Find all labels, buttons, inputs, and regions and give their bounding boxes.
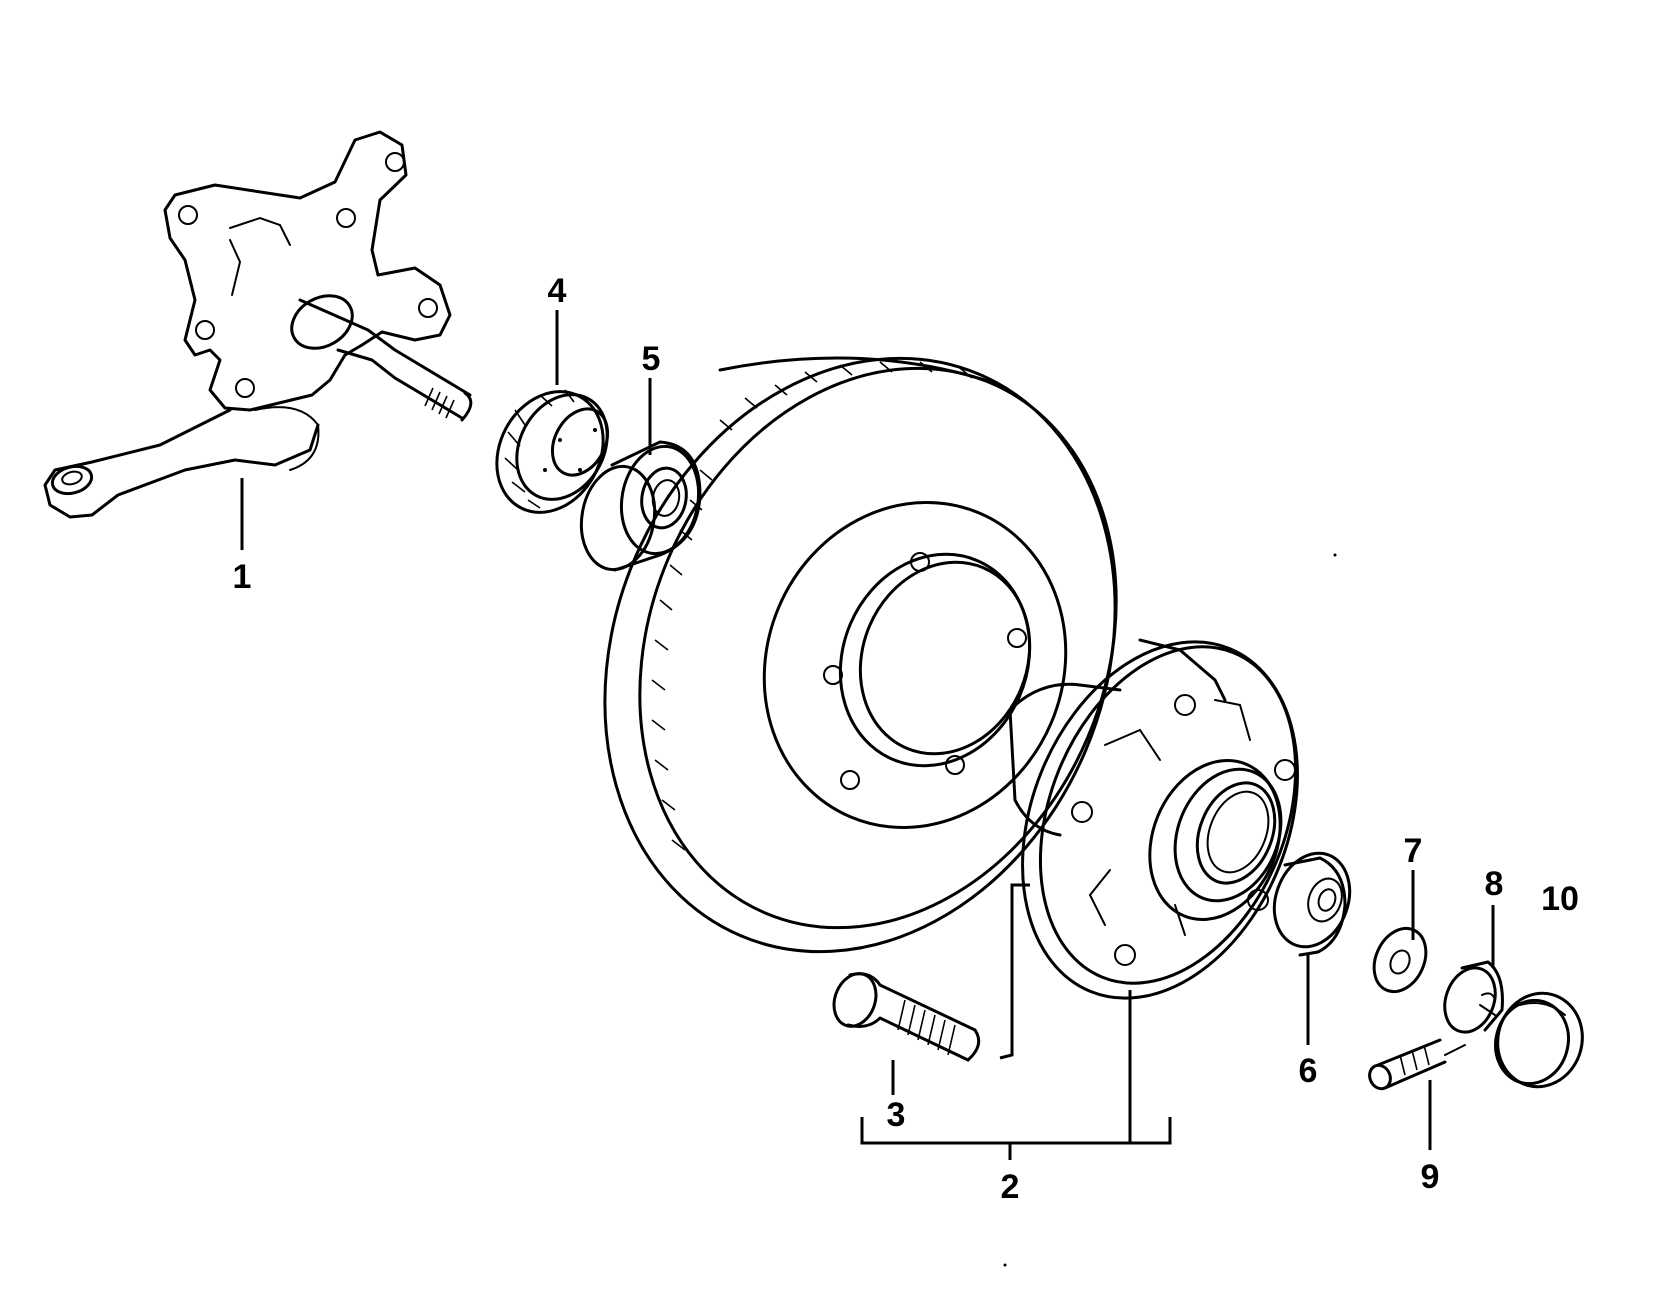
brake-disc	[603, 356, 1118, 954]
wheel-stud	[832, 972, 981, 1062]
thrust-washer	[1372, 926, 1428, 994]
callout-10: 10	[1541, 880, 1579, 918]
callout-numbers: 1 2 3 4 5 6 7 8 9 10	[233, 272, 1579, 1206]
outer-bearing-cage	[495, 389, 610, 514]
callout-6: 6	[1299, 1052, 1318, 1090]
callout-2: 2	[1001, 1168, 1020, 1206]
callout-4: 4	[548, 272, 567, 310]
leader-lines	[240, 310, 1495, 1160]
callout-5: 5	[642, 340, 661, 378]
outer-wheel-bearing	[579, 440, 702, 572]
stray-dot	[1333, 553, 1337, 557]
clamp-nut	[1443, 960, 1504, 1034]
callout-3: 3	[887, 1096, 906, 1134]
steering-knuckle	[43, 130, 473, 519]
callout-1: 1	[233, 558, 252, 596]
stray-dot	[1003, 1263, 1007, 1267]
grease-cap	[1494, 991, 1584, 1089]
callout-9: 9	[1421, 1158, 1440, 1196]
callout-8: 8	[1485, 865, 1504, 903]
inner-wheel-bearing	[1272, 851, 1352, 957]
callout-7: 7	[1404, 832, 1423, 870]
socket-screw	[1368, 1038, 1466, 1091]
wheel-hub	[1008, 638, 1299, 1000]
